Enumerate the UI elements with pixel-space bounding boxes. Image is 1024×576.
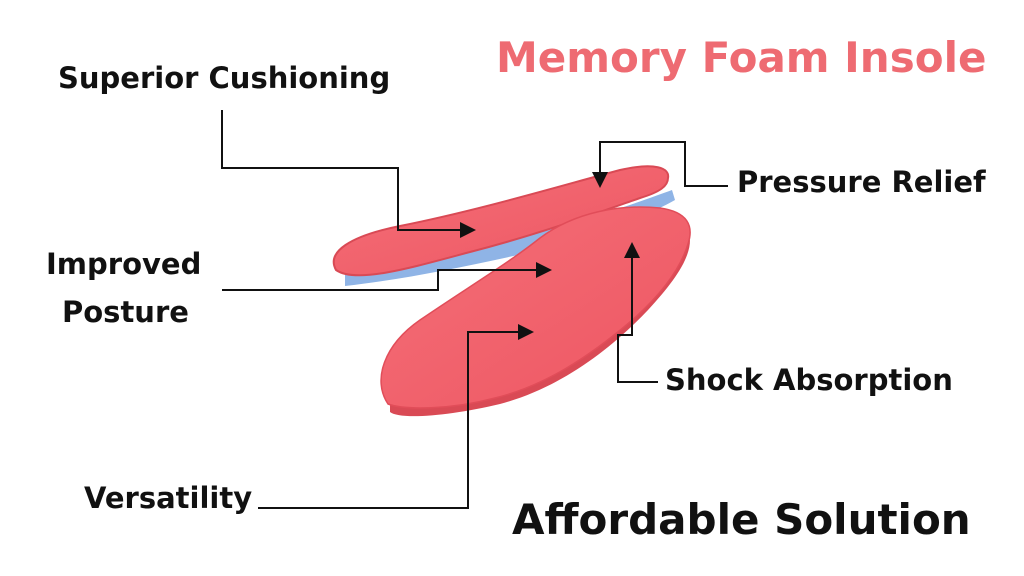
improved-posture-line (222, 262, 552, 291)
pressure-relief-line (592, 141, 728, 188)
back-insole (332, 165, 675, 286)
front-insole-top (380, 206, 691, 409)
front-insole (380, 206, 691, 417)
back-insole-top (332, 165, 670, 277)
superior-cushioning-label: Superior Cushioning (58, 61, 391, 95)
footer-tagline: Affordable Solution (512, 495, 971, 544)
shock-absorption-line (617, 242, 658, 383)
versatility-label: Versatility (84, 481, 253, 515)
page-title: Memory Foam Insole (496, 33, 987, 82)
pressure-relief-label: Pressure Relief (737, 165, 986, 199)
improved-label: Improved (46, 247, 202, 281)
superior-cushioning-line (221, 110, 476, 238)
shock-absorption-label: Shock Absorption (665, 363, 953, 397)
posture-label: Posture (62, 295, 189, 329)
versatility-line (258, 324, 534, 509)
